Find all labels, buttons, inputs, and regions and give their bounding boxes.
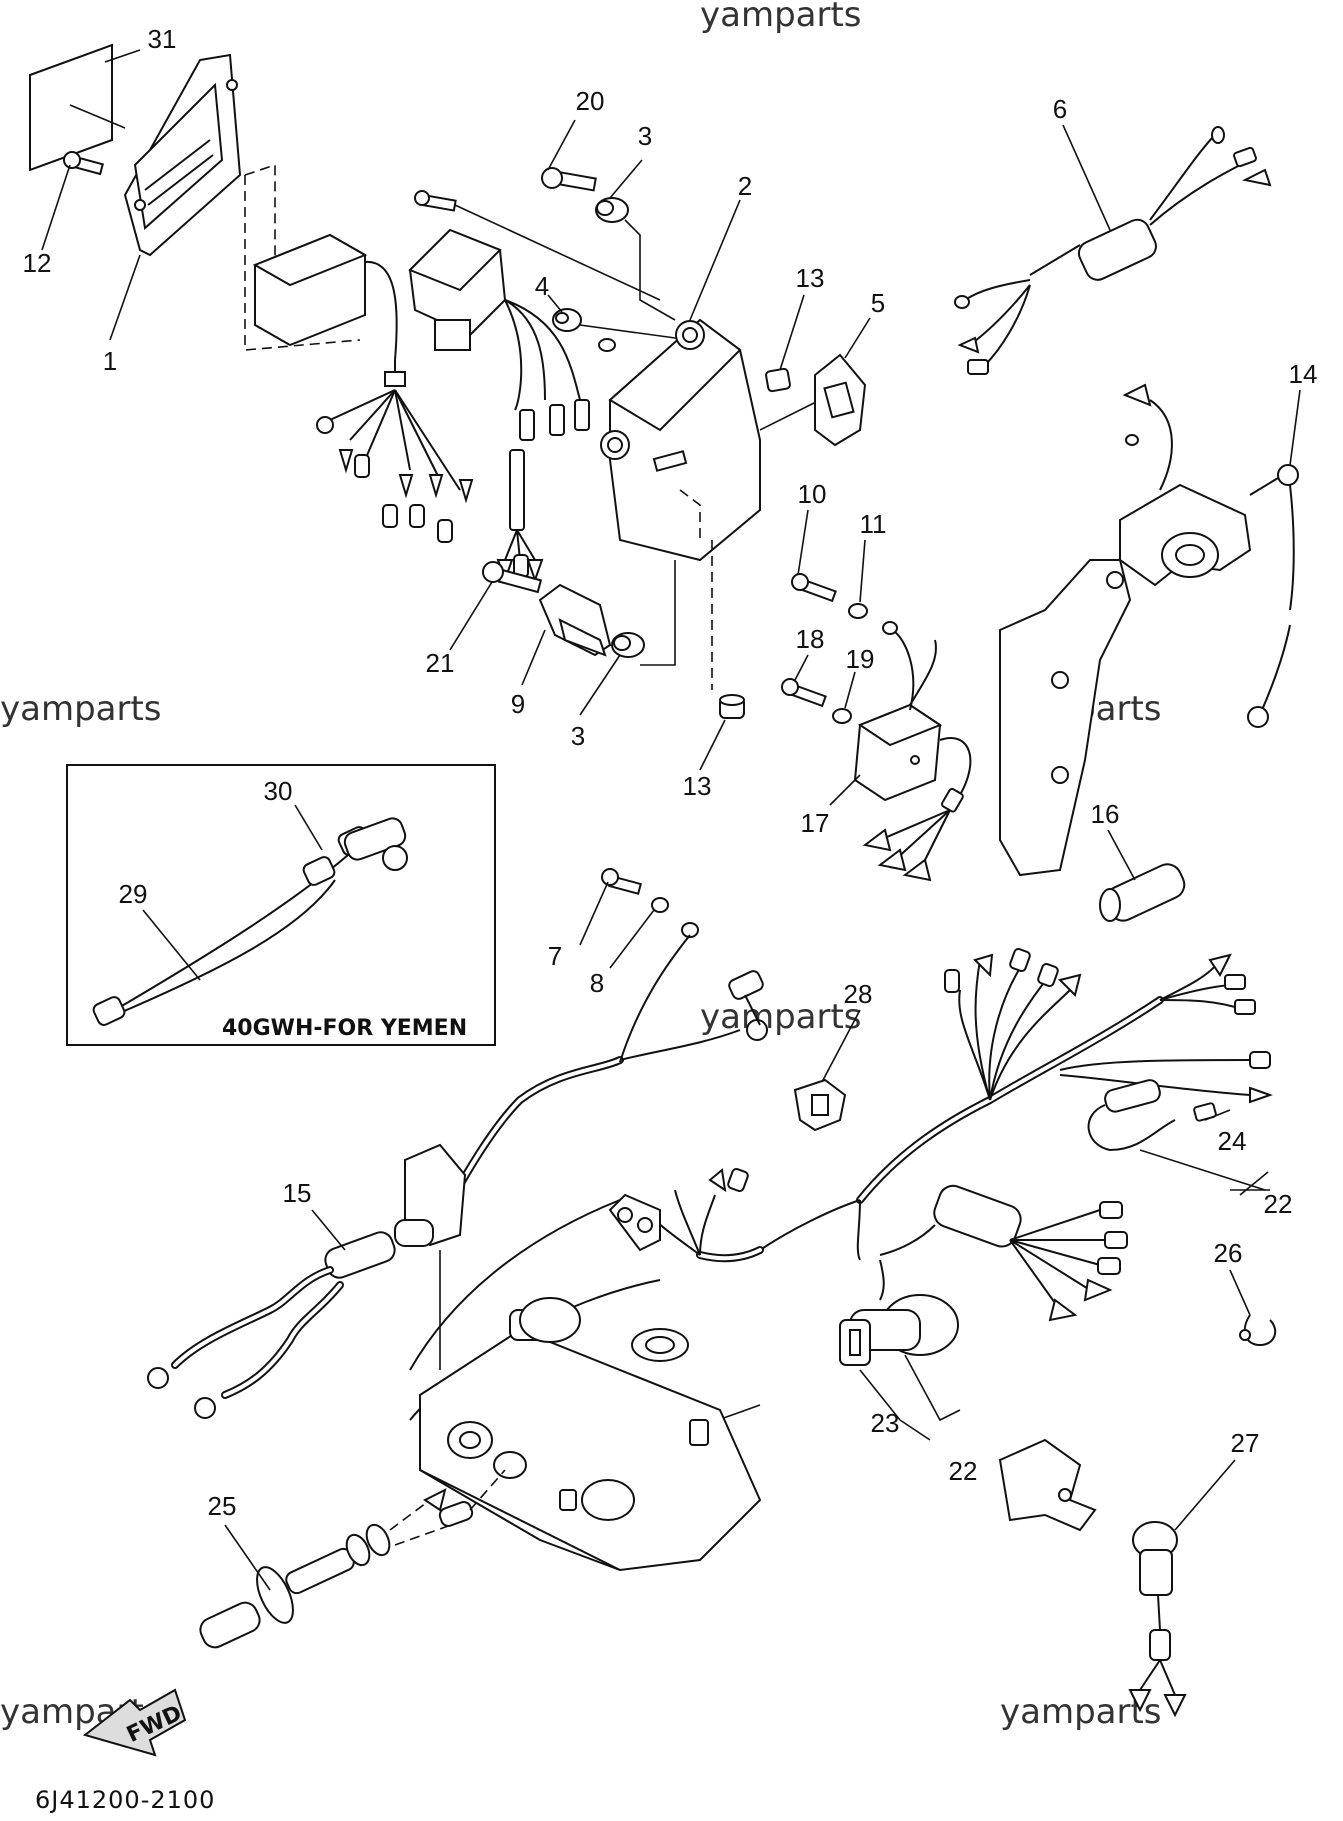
part-4-collar [552, 308, 691, 352]
lead-23-22 [859, 1354, 961, 1422]
callout-2: 2 [738, 171, 752, 201]
part-26-clip [1239, 1314, 1277, 1347]
callout-20: 20 [576, 86, 605, 116]
callout-21: 21 [426, 648, 455, 678]
harness-relay [879, 1184, 1128, 1322]
callout-29: 29 [119, 879, 148, 909]
callout-27: 27 [1231, 1428, 1260, 1458]
callout-15: 15 [283, 1178, 312, 1208]
callout-26: 26 [1214, 1238, 1243, 1268]
screw-top-center [414, 190, 457, 212]
lead-collar-to-bracket [624, 219, 676, 321]
part-12-screw [63, 151, 104, 176]
cdi-unit-box [252, 233, 398, 361]
part-13-collar-bottom [719, 694, 745, 719]
engine-bracket-right [999, 559, 1132, 877]
callout-13-bottom: 13 [683, 771, 712, 801]
harness-sub-connectors [608, 1167, 861, 1263]
part-6-coil [954, 126, 1272, 375]
callout-6: 6 [1053, 94, 1067, 124]
washer-small [681, 922, 699, 938]
lead-screw-to-bracket [454, 204, 661, 301]
part-3-collar-top [595, 197, 629, 223]
inset-yemen-panel: 40GWH-FOR YEMEN [66, 764, 496, 1046]
part-18-bolt [781, 678, 827, 708]
part-17-relay [853, 621, 972, 882]
callout-3-bottom: 3 [571, 721, 585, 751]
part-31-label-plate [29, 43, 126, 172]
callout-12: 12 [23, 248, 52, 278]
callout-3-top: 3 [638, 121, 652, 151]
callout-8: 8 [590, 968, 604, 998]
callout-23: 23 [871, 1408, 900, 1438]
part-15-battery-cable [147, 1231, 396, 1419]
inset-label: 40GWH-FOR YEMEN [222, 1016, 467, 1041]
part-24-fuse [1087, 1079, 1217, 1152]
callout-14: 14 [1289, 359, 1318, 389]
callout-22-bottom: 22 [949, 1456, 978, 1486]
part-8-washer [651, 897, 669, 913]
callout-13-top: 13 [796, 263, 825, 293]
callout-1: 1 [103, 346, 117, 376]
callout-4: 4 [535, 271, 549, 301]
part-9-bracket [538, 583, 612, 657]
wire-bundle-left [316, 360, 474, 543]
part-16-tube [1099, 863, 1186, 922]
part-7-bolt [601, 868, 643, 895]
harness-connector [394, 1143, 467, 1370]
lead-24-22 [1139, 1149, 1266, 1191]
lead-bracket-to-collar [640, 560, 676, 666]
callout-19: 19 [846, 644, 875, 674]
leader-lines [41, 49, 1301, 1591]
callout-labels: 31 12 1 20 3 2 4 13 5 6 14 10 11 18 19 2… [23, 24, 1318, 1521]
callout-18: 18 [796, 624, 825, 654]
part-23-key-switch [839, 1259, 959, 1366]
callout-5: 5 [871, 288, 885, 318]
part-27-bracket [998, 1438, 1097, 1532]
rectifier-unit [408, 228, 581, 411]
callout-30: 30 [264, 776, 293, 806]
part-14-starter-wire [1247, 464, 1299, 728]
part-13-collar-top [765, 367, 791, 393]
part-27-switch [1128, 1521, 1187, 1718]
callout-11: 11 [860, 509, 887, 539]
callout-22-right: 22 [1264, 1189, 1293, 1219]
watermark-top: yamparts [700, 0, 862, 35]
watermark-center: yamparts [700, 997, 862, 1037]
part-21-bolt [482, 561, 543, 594]
part-19-washer [832, 708, 852, 724]
part-11-washer [848, 603, 868, 619]
part-3-collar-bottom [611, 632, 645, 658]
watermark-left: yamparts [0, 689, 162, 729]
callout-7: 7 [548, 941, 562, 971]
callout-16: 16 [1091, 799, 1120, 829]
part-1-cover [123, 53, 242, 257]
part-28-clip [793, 1078, 847, 1132]
part-20-bolt [541, 167, 597, 192]
part-5-grommet [814, 353, 867, 447]
part-2-bracket [600, 318, 761, 562]
lead-grommet [759, 399, 821, 431]
engine-block-outline [409, 1199, 762, 1572]
main-harness-cable [456, 934, 768, 1189]
callout-31: 31 [148, 24, 177, 54]
callout-9: 9 [511, 689, 525, 719]
callout-24: 24 [1218, 1126, 1247, 1156]
wire-bundle-center [496, 399, 590, 584]
callout-28: 28 [844, 979, 873, 1009]
document-code: 6J41200-2100 [35, 1786, 215, 1814]
callout-25: 25 [208, 1491, 237, 1521]
part-10-bolt [791, 573, 837, 603]
callout-10: 10 [798, 479, 827, 509]
callout-17: 17 [801, 808, 830, 838]
main-harness-right [856, 947, 1274, 1204]
part-25-plug [199, 1469, 506, 1649]
starter-relay-bracket [1119, 383, 1252, 587]
